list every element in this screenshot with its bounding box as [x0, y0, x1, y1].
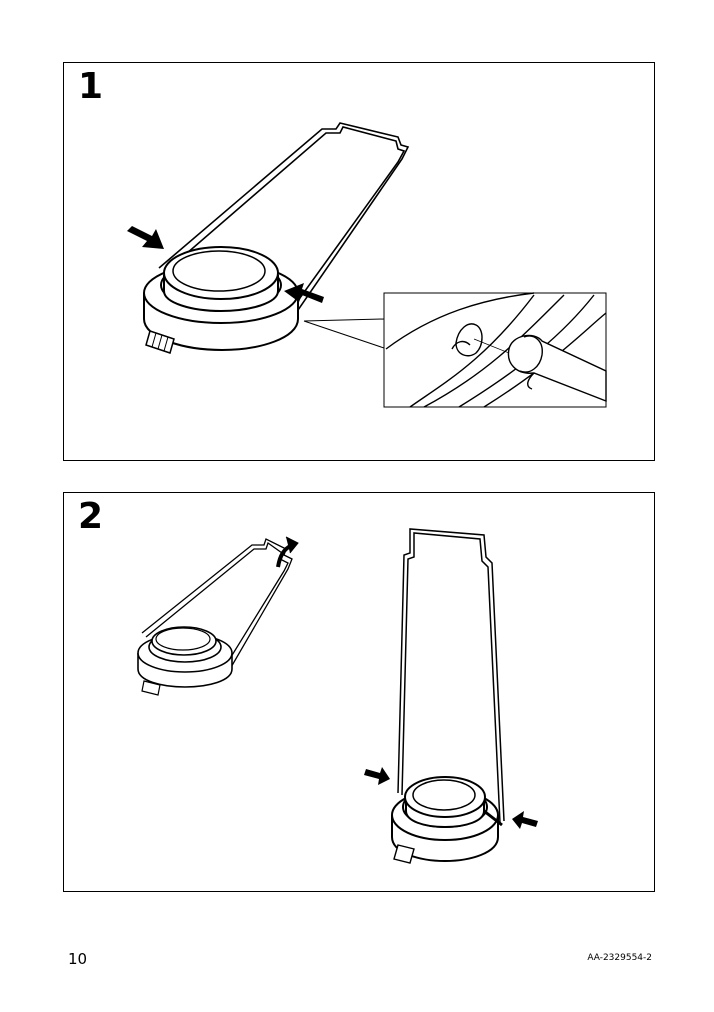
arrow-icon	[364, 767, 390, 785]
callout-lines	[303, 318, 385, 349]
lamp-base	[143, 246, 299, 354]
step-2-illustration	[137, 528, 538, 864]
document-code: AA-2329554-2	[587, 953, 652, 963]
step-1-illustration	[127, 122, 607, 408]
curved-arrow-icon	[276, 536, 299, 568]
lamp-base	[137, 626, 233, 696]
step-2-panel: 2	[63, 492, 655, 892]
detail-inset	[383, 292, 607, 408]
step-number: 1	[78, 66, 104, 107]
step-number: 2	[78, 496, 104, 537]
wire-frame	[158, 122, 410, 320]
lamp-base	[391, 776, 503, 864]
arrow-icon	[284, 283, 324, 303]
wire-frame	[397, 528, 505, 824]
arrow-icon	[512, 811, 538, 829]
step-1-panel: 1	[63, 62, 655, 461]
page-number: 10	[68, 950, 88, 968]
arrow-icon	[127, 226, 164, 249]
